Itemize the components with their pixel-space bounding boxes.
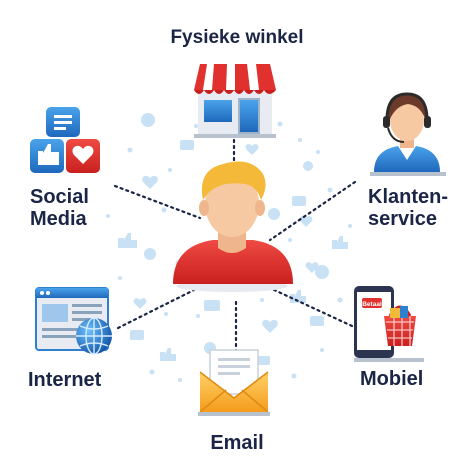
smiley-confetti-icon — [141, 113, 155, 127]
email-icon — [198, 349, 270, 416]
internet-icon — [35, 287, 112, 355]
label-social-line1: Social — [30, 186, 89, 208]
customer-service-icon — [370, 92, 446, 176]
label-internet: Internet — [28, 369, 102, 391]
thumb-confetti-icon — [332, 236, 348, 249]
chat-confetti-icon — [258, 356, 270, 365]
label-mobiel: Mobiel — [360, 368, 424, 390]
dot-confetti — [106, 121, 352, 382]
chat-confetti-icon — [204, 300, 220, 311]
label-social-media: Social Media — [30, 186, 89, 230]
connector-klanten — [268, 180, 357, 242]
connector-mobiel — [268, 286, 354, 328]
mobile-shopping-icon: Betaal — [354, 286, 424, 362]
store-icon — [194, 64, 276, 138]
chat-confetti-icon — [130, 330, 144, 340]
chat-confetti-icon — [180, 140, 194, 150]
label-klantenservice: Klanten- service — [368, 186, 448, 230]
heart-confetti-icon — [142, 175, 158, 189]
label-fysieke-winkel: Fysieke winkel — [170, 27, 304, 48]
label-social-line2: Media — [30, 208, 87, 230]
smiley-confetti-icon — [144, 248, 156, 260]
label-email: Email — [210, 432, 264, 454]
heart-confetti-icon — [245, 144, 259, 155]
smiley-confetti-icon — [303, 161, 313, 171]
chat-confetti-icon — [310, 316, 324, 326]
chat-confetti-icon — [292, 196, 306, 206]
person-icon — [173, 161, 293, 292]
heart-confetti-icon — [262, 319, 278, 333]
smiley-confetti-icon — [268, 208, 280, 220]
smiley-confetti-icon — [315, 265, 329, 279]
connector-lines — [113, 138, 357, 354]
label-klanten-line2: service — [368, 208, 437, 230]
label-klanten-line1: Klanten- — [368, 186, 448, 208]
social-media-icon — [30, 107, 100, 173]
heart-confetti-icon — [133, 298, 147, 309]
thumb-confetti-icon — [290, 290, 306, 303]
betaal-label: Betaal — [362, 301, 382, 308]
thumb-confetti-icon — [118, 233, 137, 248]
heart-confetti-icon — [305, 262, 319, 273]
connector-internet — [116, 286, 200, 330]
thumb-confetti-icon — [160, 348, 176, 361]
heart-confetti-icon — [299, 216, 313, 227]
connector-social — [113, 184, 202, 220]
